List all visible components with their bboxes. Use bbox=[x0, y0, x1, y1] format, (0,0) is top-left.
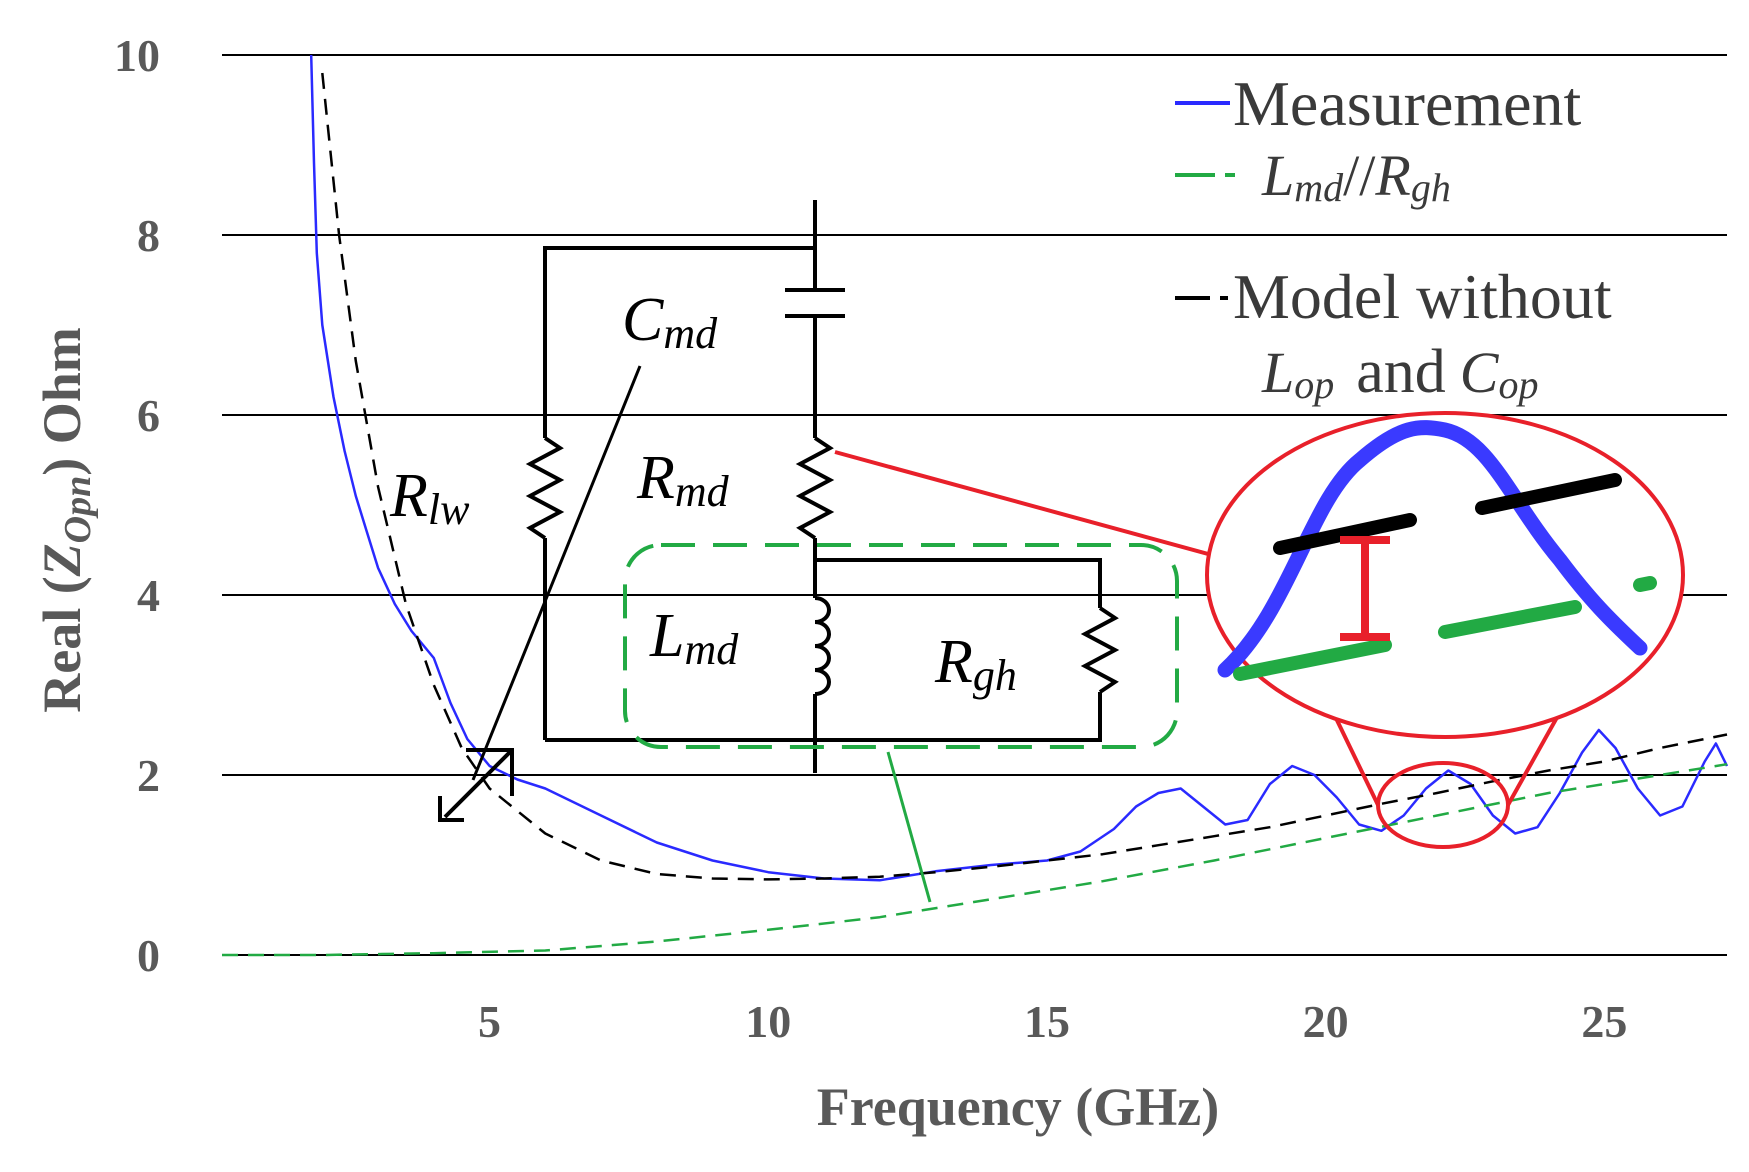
circuit-diagram bbox=[443, 200, 1120, 819]
y-axis-title: Real (ZOpn) Ohm bbox=[32, 327, 99, 713]
x-tick-10: 10 bbox=[745, 996, 791, 1047]
x-tick-20: 20 bbox=[1303, 996, 1349, 1047]
x-tick-labels: 5 10 15 20 25 bbox=[478, 996, 1627, 1047]
y-tick-2: 2 bbox=[137, 750, 160, 801]
y-tick-labels: 0 2 4 6 8 10 bbox=[114, 30, 160, 981]
circuit-top-wire bbox=[543, 200, 817, 438]
legend-label-measurement: Measurement bbox=[1233, 68, 1582, 139]
y-tick-10: 10 bbox=[114, 30, 160, 81]
resistor-rlw bbox=[525, 436, 565, 540]
series-line-2 bbox=[321, 72, 1728, 881]
legend-label-lmd-rgh: Lmd//Rgh bbox=[1261, 143, 1451, 210]
grid-lines bbox=[222, 54, 1727, 956]
x-axis-title: Frequency (GHz) bbox=[817, 1077, 1219, 1137]
zoom-green-seg-2 bbox=[1438, 600, 1582, 639]
label-cmd: Cmd bbox=[622, 286, 718, 358]
arrow-heads bbox=[438, 748, 514, 822]
inductor-lmd bbox=[814, 596, 831, 696]
bidirectional-arrow-shaft bbox=[443, 750, 512, 819]
leader-line bbox=[471, 365, 642, 781]
x-tick-15: 15 bbox=[1024, 996, 1070, 1047]
x-tick-25: 25 bbox=[1581, 996, 1627, 1047]
legend-label-model-line1: Model without bbox=[1233, 261, 1612, 332]
label-lmd: Lmd bbox=[649, 602, 739, 674]
zoom-ellipse bbox=[1205, 411, 1685, 739]
series-line-0 bbox=[309, 54, 1729, 882]
y-tick-8: 8 bbox=[137, 210, 160, 261]
y-tick-0: 0 bbox=[137, 930, 160, 981]
label-rlw: Rlw bbox=[389, 462, 470, 534]
lmd-rgh-dashed-box bbox=[623, 543, 1179, 749]
y-tick-6: 6 bbox=[137, 390, 160, 441]
x-tick-5: 5 bbox=[478, 996, 501, 1047]
zoom-model-seg-1 bbox=[1273, 513, 1417, 555]
zoom-inset bbox=[1205, 411, 1685, 849]
zoom-model-seg-2 bbox=[1475, 473, 1622, 515]
lmd-rgh-pointer-line bbox=[886, 751, 932, 903]
series-line-1 bbox=[222, 762, 1728, 957]
zoom-difference-marker bbox=[1340, 536, 1390, 641]
y-tick-4: 4 bbox=[137, 570, 160, 621]
label-rmd: Rmd bbox=[636, 444, 730, 516]
resistor-rmd bbox=[795, 436, 835, 540]
zoom-green-seg-1 bbox=[1233, 638, 1392, 681]
resistor-rgh bbox=[1080, 606, 1120, 694]
label-rgh: Rgh bbox=[934, 628, 1017, 700]
